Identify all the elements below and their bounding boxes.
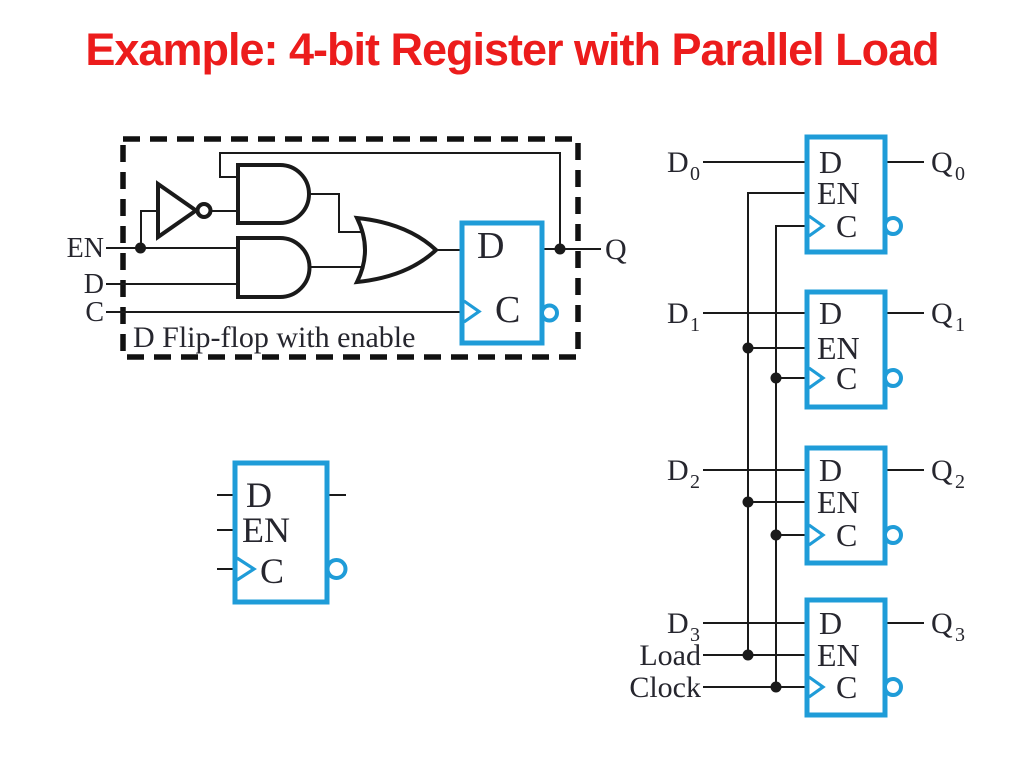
ff1-clock-triangle-icon: [808, 366, 826, 390]
ff0-d-label: D: [819, 144, 842, 180]
clock-junction-dot-3: [770, 681, 782, 693]
ff2-d-label: D: [819, 452, 842, 488]
d2-port-label: D: [667, 454, 689, 487]
ff3-d-label: D: [819, 605, 842, 641]
ff3-complement-bubble-icon: [883, 677, 903, 697]
q0-port-label: Q: [931, 146, 953, 179]
symbol-en-label: EN: [242, 510, 290, 550]
ff1-complement-bubble-icon: [883, 368, 903, 388]
q-port-label: Q: [605, 233, 627, 266]
ff1-c-label: C: [836, 360, 857, 396]
q1-port-sub: 1: [955, 314, 965, 336]
symbol-flipflop-box: [232, 460, 330, 605]
and-gate-top: [236, 163, 311, 225]
not-gate-bubble: [195, 202, 213, 219]
en-port-label: EN: [67, 233, 104, 264]
load-junction-dot-1: [742, 342, 754, 354]
d2-port-sub: 2: [690, 471, 700, 493]
clock-junction-dot-1: [770, 372, 782, 384]
d1-port-label: D: [667, 297, 689, 330]
ff3-clock-triangle-icon: [808, 675, 826, 699]
ff2-complement-bubble-icon: [883, 525, 903, 545]
ff3-en-label: EN: [817, 637, 860, 673]
register-stage-2: D EN C D 2 Q 2: [667, 445, 965, 566]
detail-ff-d-label: D: [477, 225, 504, 267]
symbol-c-label: C: [260, 551, 284, 591]
or-gate: [353, 215, 439, 285]
ff0-box: [804, 134, 888, 255]
ff2-clock-triangle-icon: [808, 523, 826, 547]
ff3-c-label: C: [836, 669, 857, 705]
en-junction-dot: [135, 242, 146, 254]
ff1-d-label: D: [819, 295, 842, 331]
load-rail: [747, 192, 807, 655]
symbol-clock-triangle-icon: [236, 556, 257, 582]
load-port-label: Load: [639, 639, 701, 672]
ff3-box: [804, 597, 888, 718]
detail-flipflop-box: [459, 220, 545, 346]
feedback-wire: [219, 152, 561, 249]
detail-ff-c-label: C: [495, 289, 520, 331]
ff0-complement-bubble-icon: [883, 216, 903, 236]
load-junction-dot-2: [742, 496, 754, 508]
detail-complement-bubble-icon: [540, 303, 559, 323]
q2-port-sub: 2: [955, 471, 965, 493]
and1-to-or-wire: [308, 193, 366, 233]
q2-port-label: Q: [931, 454, 953, 487]
symbol-complement-bubble-icon: [325, 558, 348, 580]
d0-port-label: D: [667, 146, 689, 179]
detail-clock-triangle-icon: [463, 299, 482, 324]
en-to-inverter-wire: [140, 210, 161, 248]
q3-port-label: Q: [931, 607, 953, 640]
ff2-en-label: EN: [817, 484, 860, 520]
ff0-c-label: C: [836, 208, 857, 244]
ff-symbol: D EN C: [217, 460, 348, 605]
register-stage-1: D EN C D 1 Q 1: [667, 289, 965, 410]
q3-port-sub: 3: [955, 624, 965, 646]
q0-port-sub: 0: [955, 163, 965, 185]
clock-junction-dot-2: [770, 529, 782, 541]
ff0-clock-triangle-icon: [808, 214, 826, 238]
d0-port-sub: 0: [690, 163, 700, 185]
and-gate-bottom: [236, 236, 312, 299]
d3-port-label: D: [667, 607, 689, 640]
enable-ff-detail: D C EN D C Q D Flip-flop with enable: [67, 136, 627, 360]
d3-port-sub: 3: [690, 624, 700, 646]
detail-caption: D Flip-flop with enable: [133, 321, 415, 354]
q-junction-dot: [554, 243, 566, 255]
ff1-en-label: EN: [817, 330, 860, 366]
symbol-d-label: D: [246, 475, 272, 515]
ff2-c-label: C: [836, 517, 857, 553]
dashed-boundary-box: [120, 136, 581, 360]
load-junction-dot-3: [742, 649, 754, 661]
not-gate: [156, 180, 200, 241]
clock-rail: [775, 225, 807, 687]
register-stage-0: D EN C D 0 Q 0: [667, 134, 965, 255]
register-diagram: D EN C D 0 Q 0 D EN C D 1 Q 1: [629, 134, 965, 718]
q1-port-label: Q: [931, 297, 953, 330]
d-port-label: D: [84, 269, 104, 300]
d1-port-sub: 1: [690, 314, 700, 336]
clock-port-label: Clock: [629, 671, 701, 704]
register-stage-3: D EN C D 3 Q 3: [667, 597, 965, 718]
c-port-label: C: [85, 297, 104, 328]
ff0-en-label: EN: [817, 175, 860, 211]
ff1-box: [804, 289, 888, 410]
slide-title: Example: 4-bit Register with Parallel Lo…: [85, 24, 939, 75]
ff2-box: [804, 445, 888, 566]
